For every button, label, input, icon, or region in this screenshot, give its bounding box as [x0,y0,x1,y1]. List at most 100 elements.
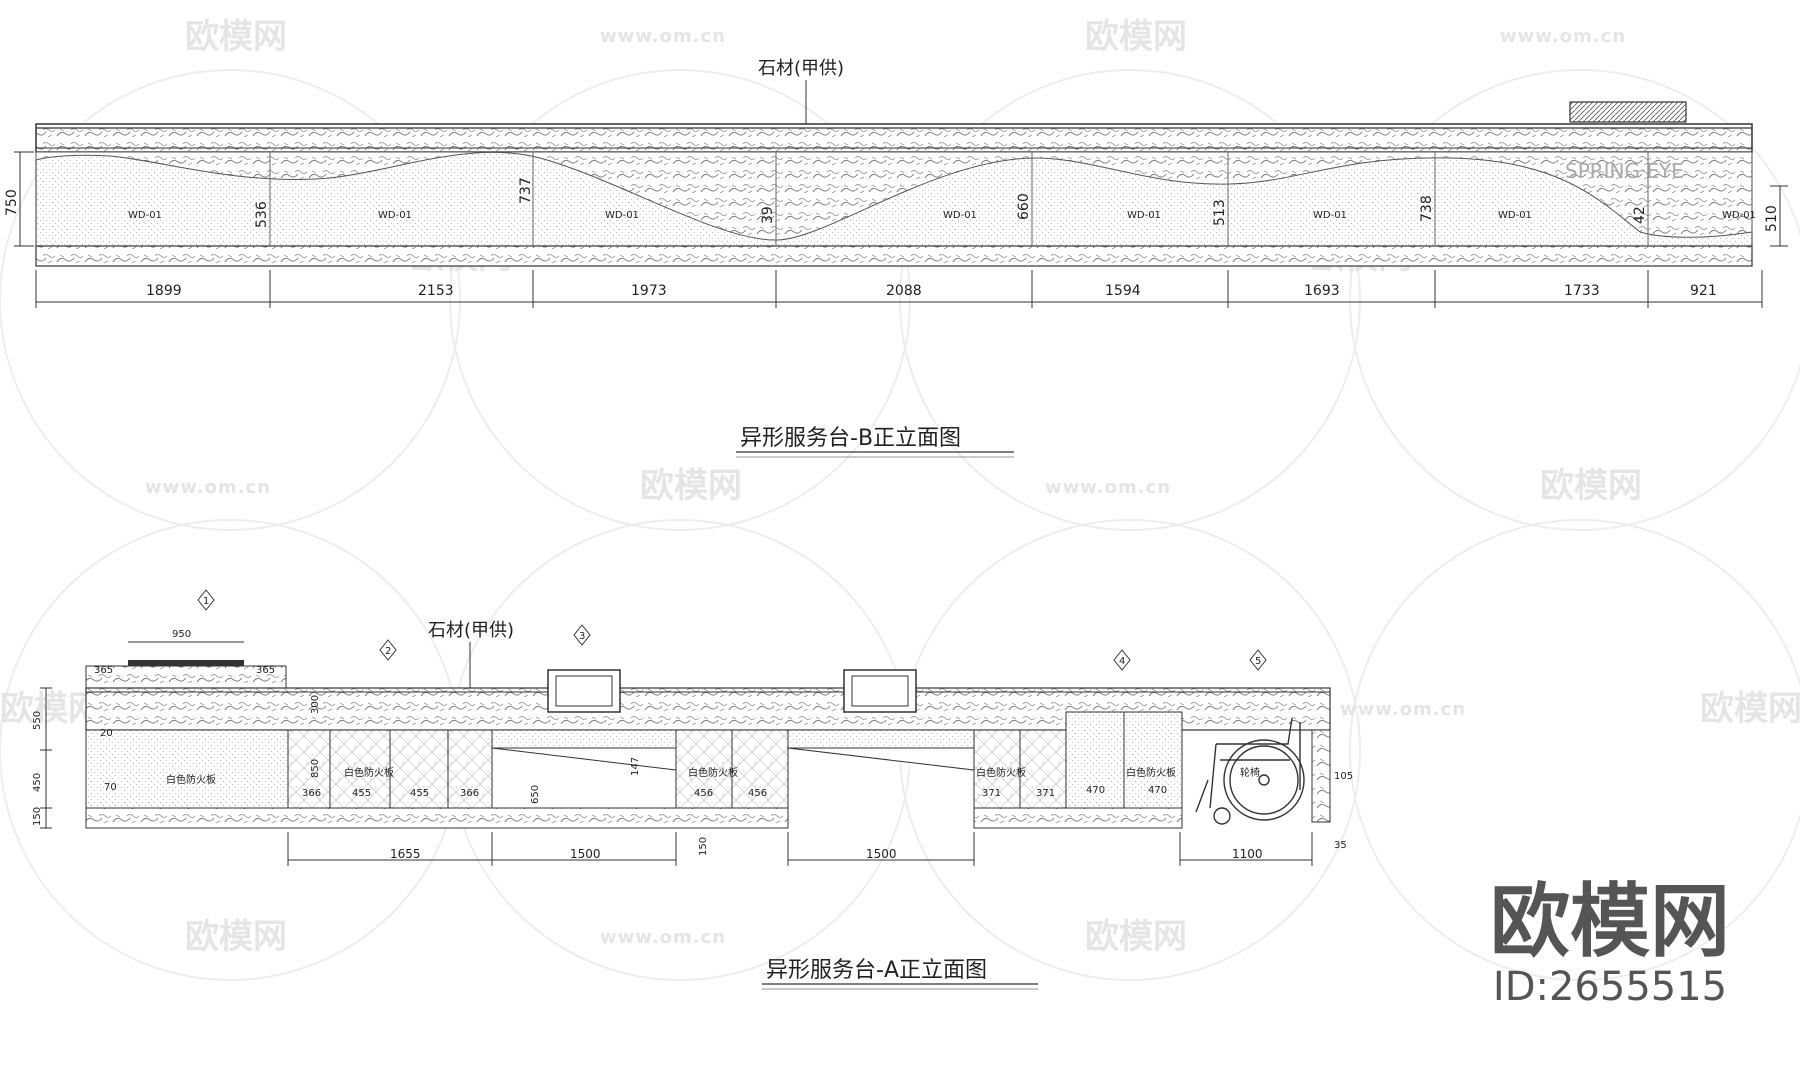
segment-width: 921 [1690,283,1717,299]
side-dims-b [14,151,1788,247]
top-slab-a [128,660,244,666]
cabinet-group-1: 白色防火板 [287,729,493,809]
panel-label: WD-01 [1313,210,1347,221]
cabinet-width: 455 [352,788,371,799]
segment-width: 1899 [146,283,182,299]
cabinet-width: 470 [1148,785,1167,796]
cabinet-label: 白色防火板 [1126,766,1176,779]
watermark-logo: 欧模网 [640,466,742,506]
cabinet-group-4: 白色防火板 [1065,711,1183,809]
watermark-logo: 欧模网 [1085,17,1187,57]
watermark-url: www.om.cn [1045,477,1171,498]
segment-width: 1594 [1105,283,1141,299]
inner-dim: 147 [630,757,641,776]
wave-height: 39 [760,206,776,224]
cabinet-width: 456 [748,788,767,799]
cabinet-width: 455 [410,788,429,799]
inner-dim: 850 [310,759,321,778]
brand-id: ID:2655515 [1492,964,1728,1010]
base-band-a-2 [973,807,1183,829]
right-height-b: 510 [1764,205,1780,232]
inner-dim: 150 [698,837,709,856]
inner-dim: 300 [310,695,321,714]
left-panel-a [85,729,289,809]
left-panel-label: 白色防火板 [166,773,216,786]
cabinet-label: 白色防火板 [688,766,738,779]
spring-eye-text: SPRING·EYE [1565,159,1684,183]
cabinet-label: 白色防火板 [976,766,1026,779]
wave-height: 737 [518,177,534,204]
left-height: 150 [32,807,43,826]
cabinet-width: 470 [1086,785,1105,796]
watermark-logo: 欧模网 [185,17,287,57]
wave-height: 42 [1632,206,1648,224]
wave-stone-b [35,151,1753,241]
panel-label: WD-01 [1127,210,1161,221]
svg-text:5: 5 [1255,656,1261,667]
total-height-b: 750 [4,189,20,216]
elevation-b-title: 异形服务台-B正立面图 [740,426,961,451]
panel-labels-b: WD-01 WD-01 WD-01 WD-01 WD-01 WD-01 WD-0… [128,210,1756,221]
wave-height: 660 [1016,193,1032,220]
panel-label: WD-01 [1498,210,1532,221]
panel-label: WD-01 [128,210,162,221]
left-height: 550 [32,711,43,730]
inner-dim: 35 [1334,840,1347,851]
watermark-logo: 欧模网 [1700,689,1800,729]
base-band-b [35,245,1753,267]
marker-4: 4 [1113,649,1131,671]
wheelchair-label: 轮椅 [1240,766,1260,779]
segment-width: 1733 [1564,283,1600,299]
cabinet-width: 371 [982,788,1001,799]
bottom-dim: 1500 [866,847,897,861]
inner-dim: 650 [530,785,541,804]
bottom-dim: 1655 [390,847,421,861]
right-end-a [1311,729,1331,823]
svg-text:2: 2 [385,646,391,657]
wave-height-labels: 536 737 39 660 513 738 42 [254,177,1648,228]
sink-box-2 [843,669,917,713]
cabinet-width: 456 [694,788,713,799]
panel-dividers-b [269,152,1649,246]
marker-2: 2 [379,639,397,661]
top-width-dim: 950 [172,629,191,640]
panel-label: WD-01 [1722,210,1756,221]
segment-width: 2153 [418,283,454,299]
cabinet-label: 白色防火板 [344,766,394,779]
segment-width-labels: 1899 2153 1973 2088 1594 1693 1733 921 [146,283,1717,299]
sink-box-1 [547,669,621,713]
watermark-url: www.om.cn [600,927,726,948]
countertop-b [35,123,1753,153]
watermark-url: www.om.cn [145,477,271,498]
marker-5: 5 [1249,649,1267,671]
raised-block [1569,101,1687,123]
marker-3: 3 [573,624,591,646]
section-markers: 1 2 3 4 5 [197,589,1267,671]
material-label-a: 石材(甲供) [428,620,514,641]
inner-dim: 105 [1334,771,1353,782]
svg-text:1: 1 [203,596,209,607]
material-label-b: 石材(甲供) [758,58,844,79]
brand-name: 欧模网 [1490,875,1730,968]
watermark-url: www.om.cn [1500,26,1626,47]
cabinet-width-labels: 366 455 455 366 456 456 371 371 470 470 [302,785,1167,799]
svg-text:3: 3 [579,631,585,642]
top-side-left: 365 [94,665,113,676]
segment-width: 2088 [886,283,922,299]
marker-1: 1 [197,589,215,611]
bottom-dim-chain-b [35,270,1763,308]
bottom-dim-chain-a [287,832,1313,866]
panel-label: WD-01 [378,210,412,221]
watermark-url: www.om.cn [600,26,726,47]
cabinet-group-3: 白色防火板 [973,729,1067,809]
counter-recess-2 [787,729,975,771]
inner-dim: 20 [100,728,113,739]
left-height: 450 [32,773,43,792]
bottom-dim: 1100 [1232,847,1263,861]
wave-height: 738 [1419,195,1435,222]
left-dims-a [40,687,52,829]
inner-dim: 70 [104,782,117,793]
watermark-logo: 欧模网 [185,917,287,957]
cabinet-group-2: 白色防火板 [675,729,789,809]
bottom-dim: 1500 [570,847,601,861]
